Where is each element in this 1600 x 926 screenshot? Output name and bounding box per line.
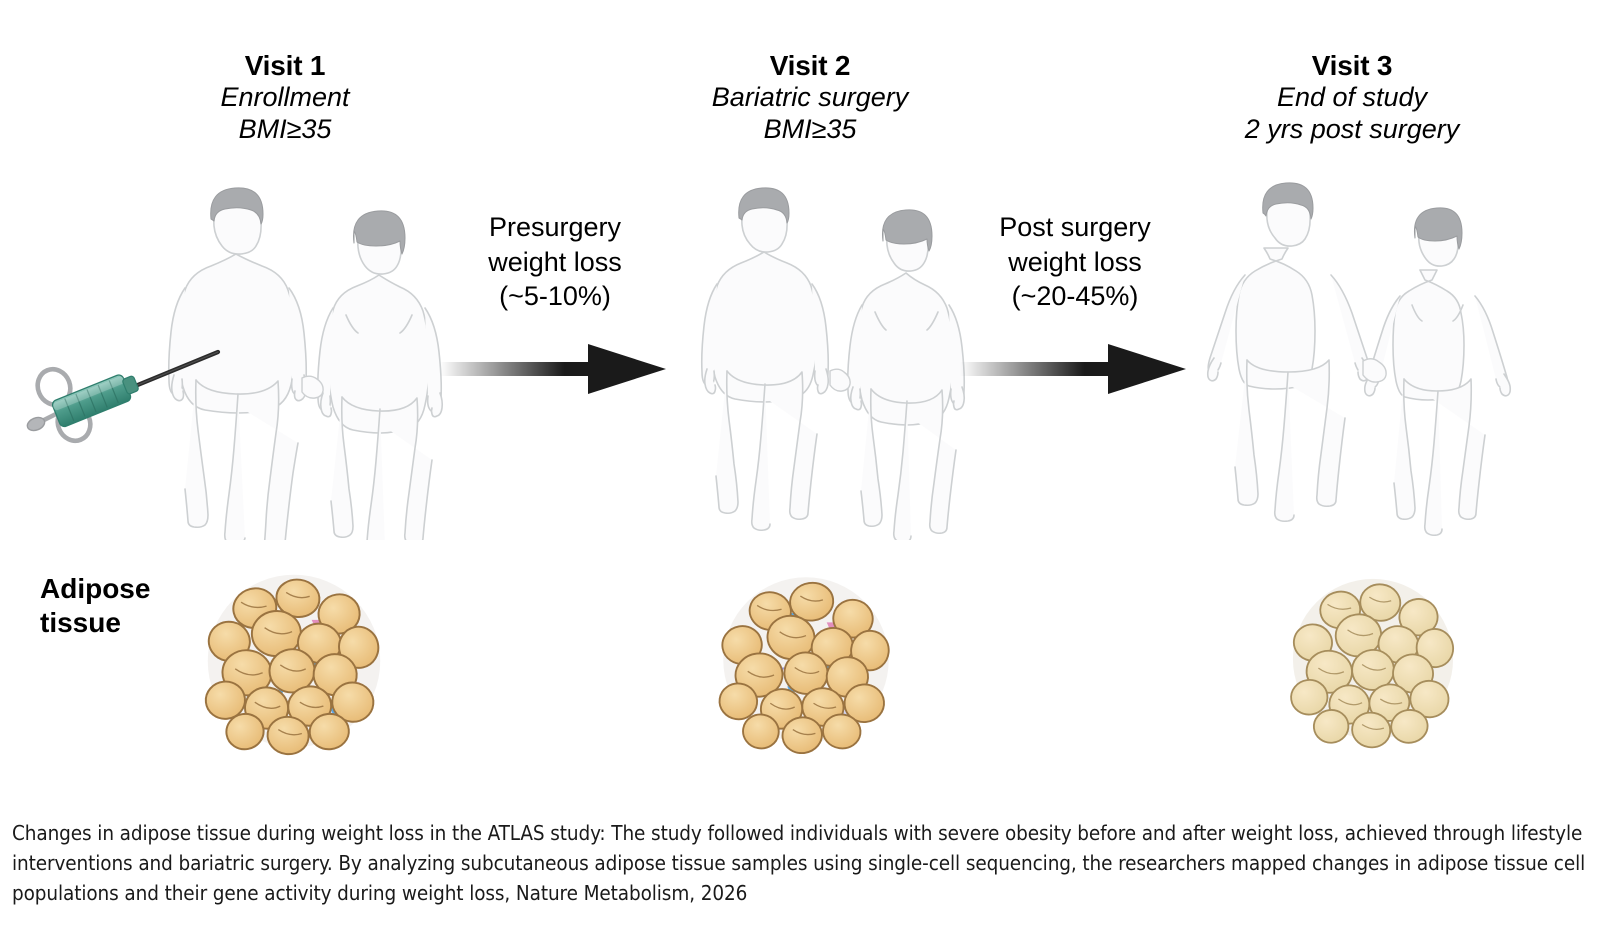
visit-3-people xyxy=(1205,175,1535,540)
transition-line1: Presurgery xyxy=(488,212,622,242)
adipocytes-group xyxy=(204,578,380,756)
female-body-icon xyxy=(1363,207,1512,537)
caption-line-1: Changes in adipose tissue during weight … xyxy=(12,821,1583,845)
visit-1-adipose-cluster xyxy=(196,563,392,759)
male-body-icon xyxy=(1206,182,1370,523)
study-design-figure: Visit 1 Enrollment BMI≥35 Visit 2 Bariat… xyxy=(18,50,1535,759)
adipose-tissue-cluster-icon xyxy=(718,577,890,755)
syringe-barrel-icon xyxy=(51,374,139,428)
joined-hands-icon xyxy=(301,375,324,399)
visit-subtitle-line2: 2 yrs post surgery xyxy=(1244,113,1460,144)
caption-line-3: populations and their gene activity duri… xyxy=(12,881,748,905)
adipose-tissue-cluster-icon xyxy=(1290,578,1455,749)
transition-arrow-2 xyxy=(960,338,1190,400)
adipose-label-line1: Adipose xyxy=(40,573,151,604)
visit-header-2: Visit 2 Bariatric surgery BMI≥35 xyxy=(630,50,990,145)
transition-line2: weight loss xyxy=(488,246,622,277)
visit-subtitle-line1: Bariatric surgery xyxy=(711,82,909,113)
visit-header-3: Visit 3 End of study 2 yrs post surgery xyxy=(1172,50,1532,145)
visit-3-adipose-cluster xyxy=(1282,568,1464,750)
adipocyte-creases xyxy=(1318,596,1403,730)
figure-caption: Changes in adipose tissue during weight … xyxy=(12,818,1590,908)
visit-2-people xyxy=(688,175,988,544)
visit-title: Visit 2 xyxy=(769,50,851,81)
adipose-tissue-row-label: Adipose tissue xyxy=(40,572,230,639)
joined-hands-icon xyxy=(1362,358,1387,383)
transition-label-2: Post surgery weight loss (~20-45%) xyxy=(945,210,1205,314)
right-arrow-icon xyxy=(440,344,666,394)
transition-line2: weight loss xyxy=(1008,246,1142,277)
biopsy-syringe-icon xyxy=(18,325,248,450)
visit-header-1: Visit 1 Enrollment BMI≥35 xyxy=(105,50,465,145)
transition-line3: (~20-45%) xyxy=(1011,281,1139,312)
thumb-rest-icon xyxy=(26,416,46,432)
adipose-label-line2: tissue xyxy=(40,606,121,638)
transition-arrow-1 xyxy=(440,338,670,400)
visit-subtitle-line2: BMI≥35 xyxy=(238,113,332,144)
adipocyte-creases xyxy=(747,595,837,736)
male-body-icon xyxy=(700,187,830,532)
joined-hands-icon xyxy=(829,368,851,392)
adipose-tissue-cluster-icon xyxy=(204,574,381,756)
female-body-icon xyxy=(316,210,444,555)
adipocyte-creases xyxy=(234,591,324,736)
visit-subtitle-line1: End of study xyxy=(1276,82,1428,113)
transition-line3: (~5-10%) xyxy=(499,281,611,312)
visit-title: Visit 3 xyxy=(1311,50,1393,81)
transition-line1: Post surgery xyxy=(999,212,1151,242)
visit-title: Visit 1 xyxy=(244,50,326,81)
transition-label-1: Presurgery weight loss (~5-10%) xyxy=(425,210,685,314)
right-arrow-icon xyxy=(960,344,1186,394)
female-body-icon xyxy=(846,209,966,544)
caption-line-2: interventions and bariatric surgery. By … xyxy=(12,851,1586,875)
adipocytes-group xyxy=(718,581,890,755)
visit-1-people xyxy=(150,175,470,562)
visit-subtitle-line1: Enrollment xyxy=(220,82,350,113)
visit-subtitle-line2: BMI≥35 xyxy=(763,113,857,144)
visit-2-adipose-cluster xyxy=(712,566,900,755)
